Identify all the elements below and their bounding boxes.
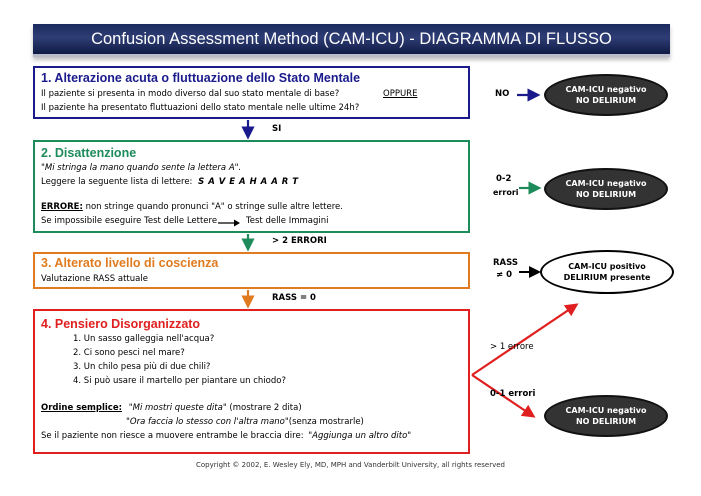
step2-line2: Leggere la seguente lista di lettere: S …: [41, 177, 299, 187]
step4-q4: 4. Si può usare il martello per piantare…: [73, 376, 286, 386]
step3-line1: Valutazione RASS attuale: [41, 274, 148, 284]
step4-q3: 3. Un chilo pesa più di due chili?: [73, 362, 211, 372]
label-01-errori: 0-1 errori: [490, 389, 536, 399]
letter-sequence: S A V E A H A A R T: [198, 177, 299, 187]
step1-heading: 1. Alterazione acuta o fluttuazione dell…: [41, 71, 361, 85]
step2-error: ERRORE: non stringe quando pronunci "A" …: [41, 202, 343, 212]
step4-q2: 2. Ci sono pesci nel mare?: [73, 348, 185, 358]
step1-line2: Il paziente ha presentato fluttuazioni d…: [41, 103, 360, 113]
outcome-negative-2: CAM-ICU negativo NO DELIRIUM: [544, 168, 668, 210]
label-rass-b: ≠ 0: [496, 270, 512, 280]
outcome-negative-3: CAM-ICU negativo NO DELIRIUM: [544, 395, 668, 437]
step1-oppure: OPPURE: [383, 89, 418, 99]
label-gt2-errori: > 2 ERRORI: [272, 236, 327, 246]
arrow-gt1-errore: [471, 303, 579, 376]
step2-box: 2. Disattenzione "Mi stringa la mano qua…: [33, 140, 470, 233]
label-si: SI: [272, 124, 282, 134]
step4-last: Se il paziente non riesce a muovere entr…: [41, 431, 412, 441]
outcome-positive: CAM-ICU positivo DELIRIUM presente: [540, 250, 674, 294]
outcome-negative-1: CAM-ICU negativo NO DELIRIUM: [544, 74, 668, 116]
step3-heading: 3. Alterato livello di coscienza: [41, 256, 219, 270]
step2-heading: 2. Disattenzione: [41, 146, 137, 160]
step1-line1: Il paziente si presenta in modo diverso …: [41, 89, 340, 99]
step2-line4b: Test delle Immagini: [246, 216, 329, 226]
step4-q1: 1. Un sasso galleggia nell'acqua?: [73, 334, 215, 344]
label-02-errori-b: errori: [493, 188, 519, 197]
arrow-right-icon: [218, 219, 240, 227]
step4-heading: 4. Pensiero Disorganizzato: [41, 317, 201, 331]
title-banner: Confusion Assessment Method (CAM-ICU) - …: [33, 24, 670, 57]
copyright: Copyright © 2002, E. Wesley Ely, MD, MPH…: [195, 461, 505, 469]
step2-line4a: Se impossibile eseguire Test delle Lette…: [41, 216, 218, 226]
label-gt1-errore: > 1 errore: [490, 342, 534, 352]
label-02-errori-a: 0-2: [496, 174, 512, 184]
page-title: Confusion Assessment Method (CAM-ICU) - …: [91, 30, 612, 48]
step4-cmd1: Ordine semplice: "Mi mostri queste dita"…: [41, 403, 302, 413]
step3-box: 3. Alterato livello di coscienza Valutaz…: [33, 252, 470, 289]
label-no: NO: [495, 89, 510, 99]
label-rass0: RASS = 0: [272, 293, 316, 303]
step4-cmd2: "Ora faccia lo stesso con l'altra mano"(…: [126, 417, 364, 427]
step4-box: 4. Pensiero Disorganizzato 1. Un sasso g…: [33, 309, 470, 454]
step1-box: 1. Alterazione acuta o fluttuazione dell…: [33, 66, 470, 119]
label-rass-a: RASS: [493, 258, 518, 268]
step2-line1: "Mi stringa la mano quando sente la lett…: [41, 163, 242, 173]
